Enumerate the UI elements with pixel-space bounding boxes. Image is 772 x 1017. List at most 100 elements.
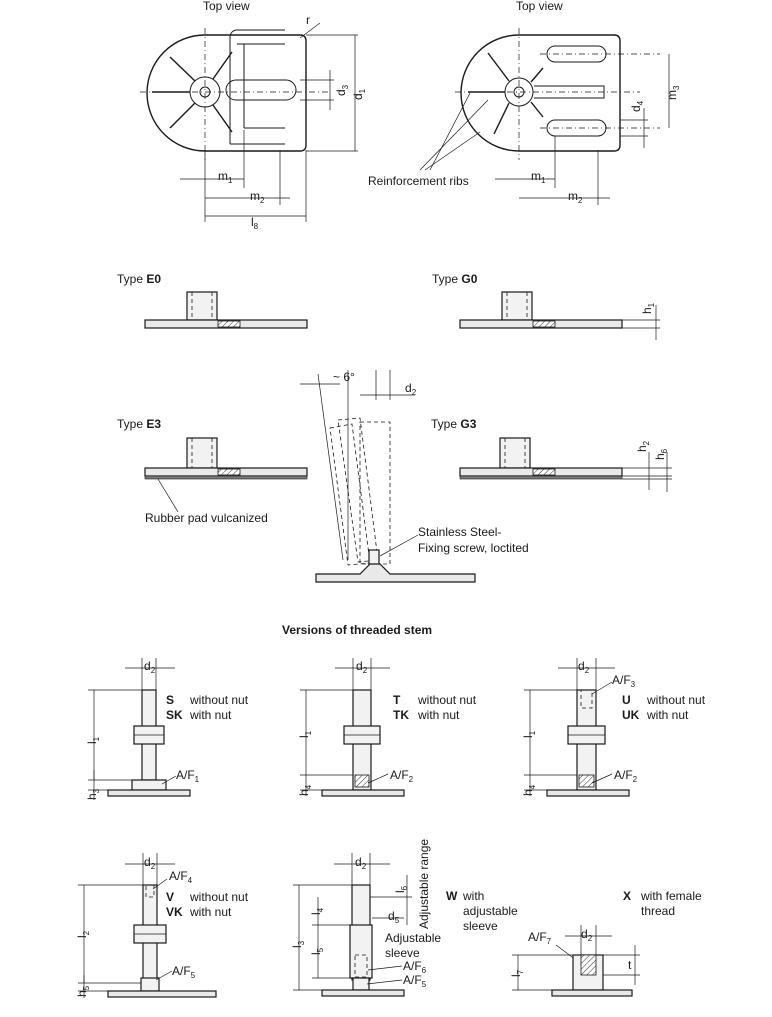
- base-plate: [321, 989, 405, 997]
- reinforcement-ribs-label: Reinforcement ribs: [368, 174, 469, 188]
- base-plate: [551, 989, 633, 997]
- w-l3-label: l3: [290, 940, 306, 948]
- x-text-2: thread: [641, 904, 675, 918]
- base-plate-outline: [460, 34, 621, 152]
- u-af2-label: A/F2: [614, 768, 638, 784]
- stem-t-view: d2 l1 h4 T without nut TK with nut A/F2: [297, 658, 477, 797]
- u-l1-label: l1: [521, 730, 537, 738]
- versions-title: Versions of threaded stem: [282, 623, 432, 637]
- r-label: r: [306, 13, 310, 27]
- adjustable-sleeve-label-2: sleeve: [385, 946, 420, 960]
- stem-x-view: X with female thread d2 A/F7 t l7: [509, 889, 702, 997]
- v-h5-label: h5: [75, 985, 91, 997]
- threaded-boss: [186, 291, 218, 321]
- top-view-left: Top view d3 d1 r m1: [140, 0, 367, 231]
- v-d2-label: d2: [144, 855, 156, 871]
- swivel-angle-label: ~ 6°: [333, 370, 355, 384]
- w-d2-label: d2: [355, 855, 367, 871]
- base-plate-outline: [146, 34, 307, 152]
- stem-s-view: d2 l1 h3 S without nut SK with nut A/F1: [85, 658, 249, 800]
- uk-text: with nut: [646, 708, 689, 722]
- l8-label: l8: [251, 215, 259, 231]
- vk-text: with nut: [189, 905, 232, 919]
- m1-label: m1: [218, 169, 233, 185]
- x-code: X: [623, 889, 631, 903]
- u-d2-label: d2: [578, 659, 590, 675]
- adjustable-sleeve-label-1: Adjustable: [385, 931, 441, 945]
- stainless-note-line2: Fixing screw, loctited: [418, 541, 529, 555]
- type-e3-view: Type E3 Rubber pad vulcanized: [117, 417, 308, 525]
- type-g3-view: Type G3 h2 h6: [431, 417, 672, 492]
- slot: [546, 119, 607, 137]
- s-af1-label: A/F1: [176, 768, 200, 784]
- hex-collar: [131, 779, 167, 791]
- x-l7-label: l7: [509, 969, 525, 977]
- w-text-1: with: [462, 889, 484, 903]
- threaded-boss: [499, 437, 531, 469]
- m2-label: m2: [568, 189, 583, 205]
- swivel-angle-view: ~ 6° d2 Stainless Steel- Fixing screw, l…: [300, 370, 529, 583]
- ghost-stem-tilted: [329, 423, 371, 566]
- d3-label: d3: [334, 84, 350, 96]
- w-l4-label: l4: [309, 907, 325, 915]
- s-code: S: [166, 693, 174, 707]
- top-view-right-title: Top view: [516, 0, 563, 13]
- v-text: without nut: [189, 890, 249, 904]
- sk-text: with nut: [189, 708, 232, 722]
- type-g0-label: Type G0: [432, 272, 478, 286]
- w-code: W: [446, 889, 458, 903]
- sk-code: SK: [166, 708, 183, 722]
- type-e0-label: Type E0: [117, 272, 161, 286]
- type-e0-view: Type E0: [117, 272, 308, 329]
- w-af6-label: A/F6: [403, 959, 427, 975]
- s-l1-label: l1: [85, 736, 101, 744]
- u-code: U: [622, 693, 631, 707]
- t-code: T: [393, 693, 401, 707]
- v-code: V: [166, 890, 174, 904]
- d1-label: d1: [351, 88, 367, 100]
- base-plate: [107, 789, 191, 797]
- s-h3-label: h3: [85, 788, 101, 800]
- w-af5-label: A/F5: [403, 973, 427, 989]
- swivel-d2-label: d2: [405, 381, 417, 397]
- threaded-boss: [186, 437, 218, 469]
- t-l1-label: l1: [297, 730, 313, 738]
- slot: [225, 79, 297, 101]
- v-af4-label: A/F4: [169, 869, 193, 885]
- ghost-stem-tilted: [337, 417, 379, 563]
- ghost-stem: [359, 421, 391, 565]
- d4-label: d4: [629, 100, 645, 112]
- s-d2-label: d2: [144, 659, 156, 675]
- ball-joint: [352, 977, 370, 991]
- tk-text: with nut: [417, 708, 460, 722]
- threaded-boss: [501, 291, 533, 321]
- t-d2-label: d2: [356, 659, 368, 675]
- w-l6-label: l6: [393, 885, 409, 893]
- base-plate: [321, 789, 405, 797]
- x-d2-label: d2: [581, 927, 593, 943]
- s-text: without nut: [189, 693, 249, 707]
- base-plate: [315, 563, 476, 583]
- type-g0-view: Type G0 h1: [432, 272, 660, 340]
- stem-v-view: d2 l2 h5 A/F4 V without nut VK with nut …: [75, 853, 249, 998]
- top-view-left-title: Top view: [203, 0, 250, 13]
- t-h4-label: h4: [297, 784, 313, 796]
- stainless-note-line1: Stainless Steel-: [418, 525, 501, 539]
- type-e3-label: Type E3: [117, 417, 161, 431]
- uk-code: UK: [622, 708, 640, 722]
- x-text-1: with female: [640, 889, 702, 903]
- w-l5-label: l5: [309, 947, 325, 955]
- u-af3-label: A/F3: [612, 673, 636, 689]
- adjustable-range-label: Adjustable range: [417, 839, 431, 929]
- t-text: without nut: [417, 693, 477, 707]
- type-g3-label: Type G3: [431, 417, 477, 431]
- x-af7-label: A/F7: [528, 930, 552, 946]
- w-text-2: adjustable: [463, 904, 518, 918]
- base-plate: [107, 990, 217, 998]
- slot: [546, 45, 607, 63]
- v-af5-label: A/F5: [172, 964, 196, 980]
- stem-u-view: d2 l1 h4 A/F3 U without nut UK with nut …: [521, 658, 706, 797]
- h1-label: h1: [640, 302, 656, 314]
- m3-label: m3: [665, 85, 681, 100]
